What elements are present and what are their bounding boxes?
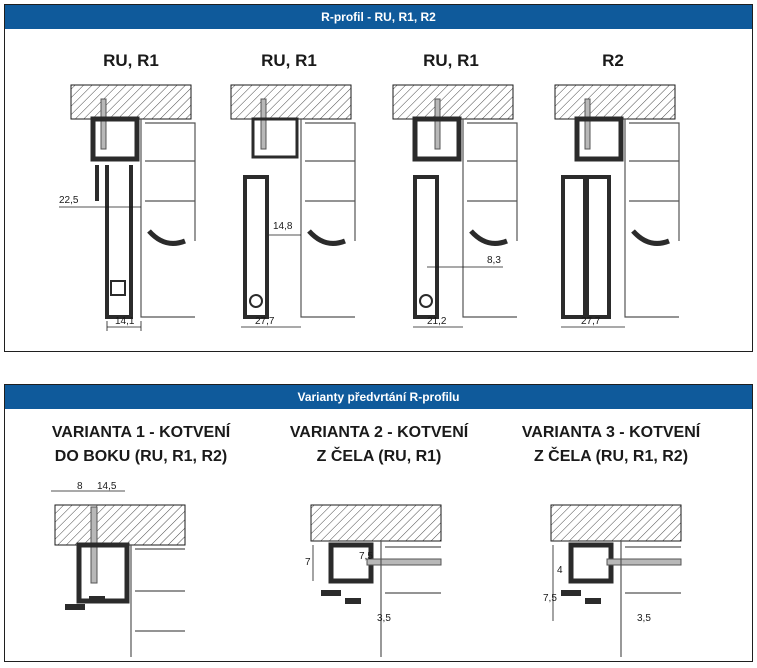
variant-2-title-line2: Z ČELA (RU, R1)	[316, 448, 442, 465]
variant-2-diagram: 7 7,5 3,5	[305, 504, 442, 657]
variant-3-diagram: 4 7,5 3,5	[543, 504, 682, 657]
profile-4-label: R2	[602, 51, 624, 70]
profile-1-label: RU, R1	[103, 51, 159, 70]
profile-2-label: RU, R1	[261, 51, 317, 70]
dim-8-3: 8,3	[487, 255, 501, 266]
variant-1-title: VARIANTA 1 - KOTVENÍ DO BOKU (RU, R1, R2…	[21, 421, 261, 469]
dim-14-1: 14,1	[115, 316, 135, 327]
dim-3-5-v3: 3,5	[637, 613, 651, 624]
dim-27-7-r2: 27,7	[581, 316, 601, 327]
dim-3-5: 3,5	[377, 613, 391, 624]
dim-14-5: 14,5	[97, 481, 117, 492]
variant-2-title-line1: VARIANTA 2 - KOTVENÍ	[289, 424, 469, 441]
variant-2-title: VARIANTA 2 - KOTVENÍ Z ČELA (RU, R1)	[259, 421, 499, 469]
predrill-variants-panel: Varianty předvrtání R-profilu VARIANTA 1…	[4, 384, 753, 662]
variant-1-diagram: 8 14,5	[51, 481, 186, 657]
dim-7: 7	[305, 557, 311, 568]
predrill-variants-banner: Varianty předvrtání R-profilu	[5, 385, 752, 409]
dim-7-5: 7,5	[359, 551, 373, 562]
variant-1-title-line2: DO BOKU (RU, R1, R2)	[54, 448, 228, 465]
dim-8: 8	[77, 481, 83, 492]
dim-27-7: 27,7	[255, 316, 275, 327]
dim-7-5-v3: 7,5	[543, 593, 557, 604]
dim-21-2: 21,2	[427, 316, 447, 327]
variant-1-title-line1: VARIANTA 1 - KOTVENÍ	[51, 424, 231, 441]
dim-4: 4	[557, 565, 563, 576]
variant-3-title: VARIANTA 3 - KOTVENÍ Z ČELA (RU, R1, R2)	[491, 421, 731, 469]
profile-3-label: RU, R1	[423, 51, 479, 70]
dim-22-5: 22,5	[59, 195, 79, 206]
dim-14-8: 14,8	[273, 221, 293, 232]
variant-3-title-line2: Z ČELA (RU, R1, R2)	[533, 448, 689, 465]
r-profile-panel: R-profil - RU, R1, R2 RU, R1 RU, R1 RU, …	[4, 4, 753, 352]
variant-3-title-line1: VARIANTA 3 - KOTVENÍ	[521, 424, 701, 441]
profile-1-diagram: 22,5 14,1	[59, 84, 196, 331]
profile-2-diagram: 14,8 27,7	[230, 84, 356, 328]
r-profile-banner: R-profil - RU, R1, R2	[5, 5, 752, 29]
profile-4-diagram: 27,7	[554, 84, 680, 328]
profile-3-diagram: 8,3 21,2	[392, 84, 518, 328]
